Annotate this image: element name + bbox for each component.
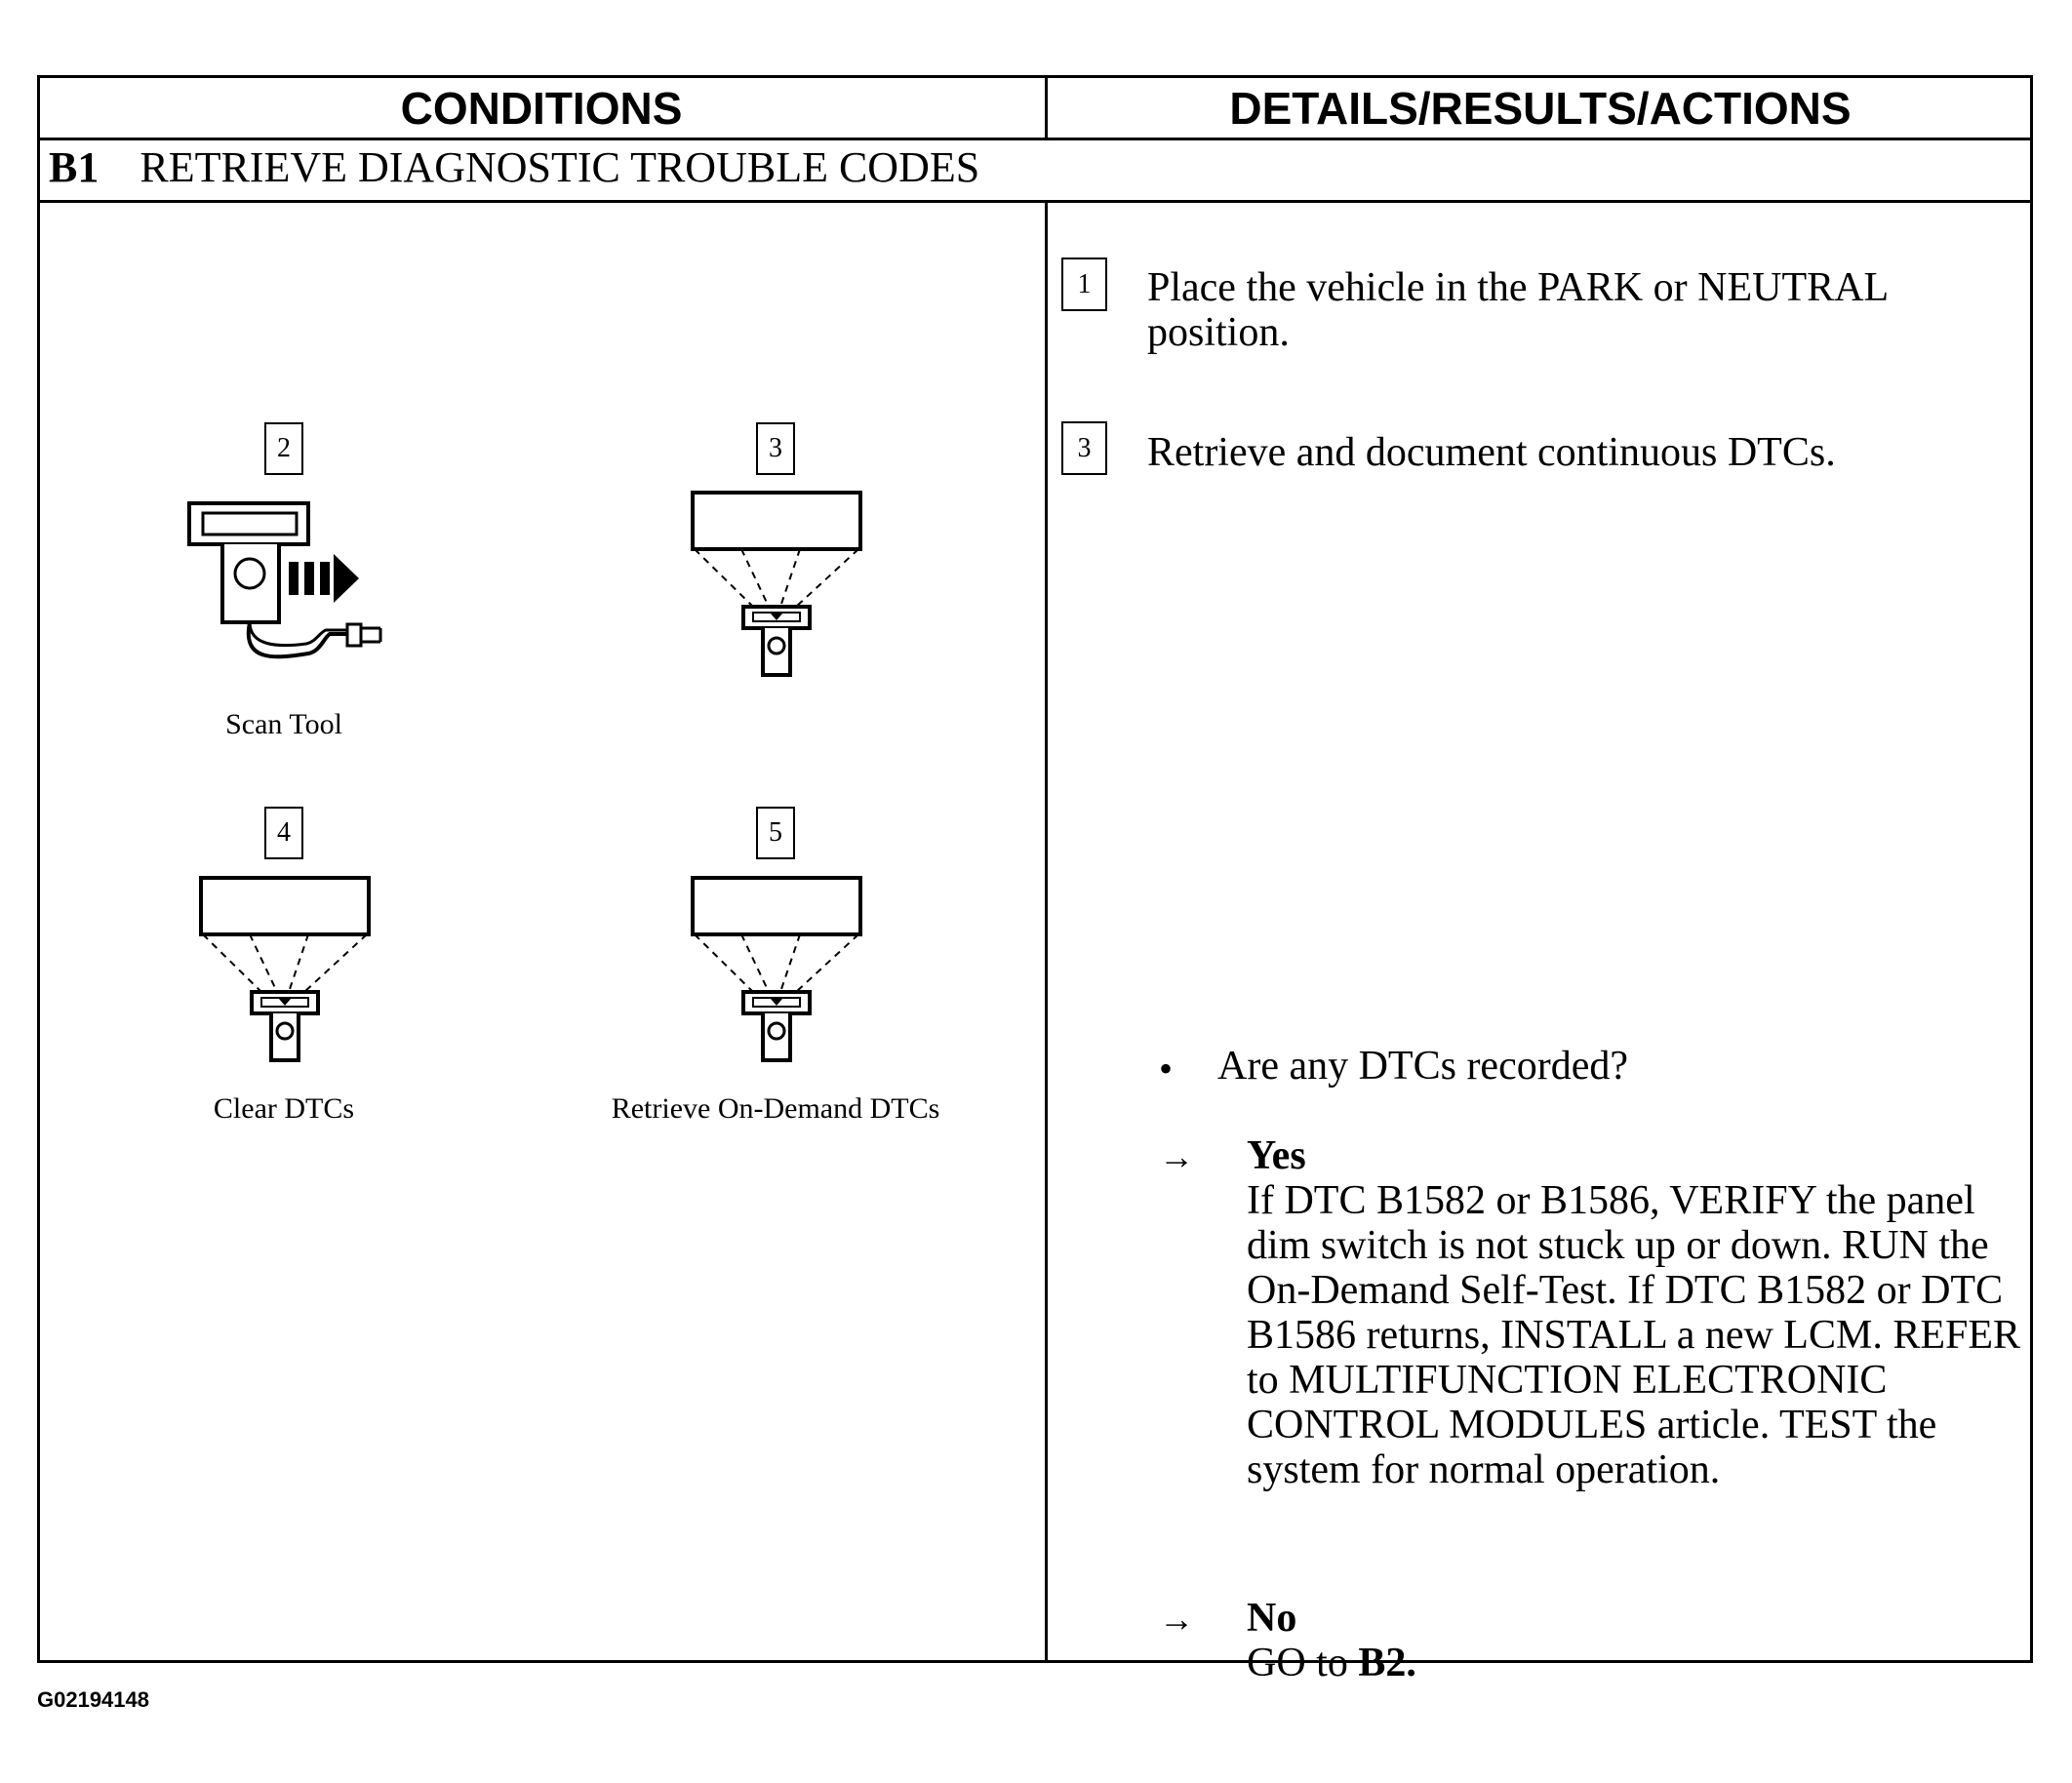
yes-text: If DTC B1582 or B1586, VERIFY the panel … <box>1247 1178 2021 1492</box>
action-text-1: Place the vehicle in the PARK or NEUTRAL… <box>1147 265 1888 355</box>
no-answer: No GO to B2. <box>1247 1596 2008 1685</box>
figure-number-2: 2 <box>264 422 303 475</box>
action-number-1: 1 <box>1061 258 1107 311</box>
figure-caption-5: Retrieve On-Demand DTCs <box>611 1092 940 1125</box>
question-text: Are any DTCs recorded? <box>1217 1044 1628 1089</box>
no-text: GO to B2. <box>1247 1641 2008 1685</box>
figure-number-4: 4 <box>264 807 303 859</box>
details-header: DETAILS/RESULTS/ACTIONS <box>1229 83 1852 134</box>
conditions-header: CONDITIONS <box>400 83 683 134</box>
figure-caption-4: Clear DTCs <box>213 1092 355 1125</box>
action-text-3: Retrieve and document continuous DTCs. <box>1147 430 1836 475</box>
figure-code: G02194148 <box>37 1687 149 1712</box>
no-text-prefix: GO to <box>1247 1641 1359 1685</box>
column-divider-main <box>1045 200 1048 1663</box>
no-arrow-icon: → <box>1159 1600 1194 1639</box>
module-scan-icon <box>691 876 862 1062</box>
procedure-table <box>37 75 2033 1663</box>
yes-arrow-icon: → <box>1159 1137 1194 1176</box>
header-divider <box>37 138 2033 140</box>
question-bullet: • <box>1159 1047 1174 1090</box>
no-label: No <box>1247 1596 1297 1641</box>
no-text-target: B2. <box>1358 1641 1416 1685</box>
module-scan-icon <box>691 491 862 677</box>
figure-number-3: 3 <box>756 422 795 475</box>
step-title-divider <box>37 200 2033 203</box>
module-scan-icon <box>199 876 371 1062</box>
column-divider-top <box>1045 75 1048 139</box>
figure-caption-2: Scan Tool <box>225 708 342 740</box>
step-title: B1 RETRIEVE DIAGNOSTIC TROUBLE CODES <box>49 146 979 189</box>
step-title-text: RETRIEVE DIAGNOSTIC TROUBLE CODES <box>139 143 980 191</box>
scan-tool-icon <box>187 501 382 659</box>
action-number-3: 3 <box>1061 421 1107 475</box>
yes-answer: Yes If DTC B1582 or B1586, VERIFY the pa… <box>1247 1133 2031 1492</box>
step-code: B1 <box>49 143 100 191</box>
figure-number-5: 5 <box>756 807 795 859</box>
yes-label: Yes <box>1247 1133 1306 1178</box>
